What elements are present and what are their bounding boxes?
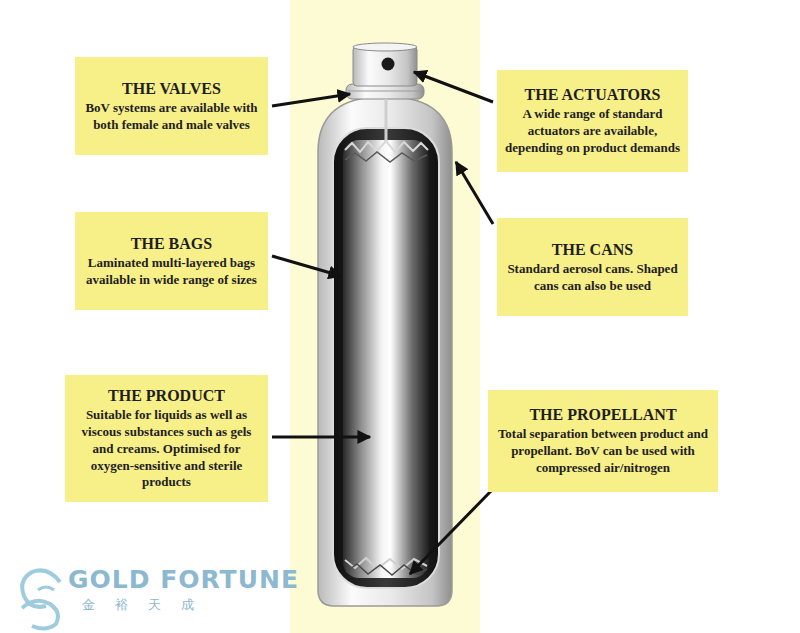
callout-box: THE VALVES BoV systems are available with… bbox=[75, 57, 268, 155]
callout-title: THE CANS bbox=[552, 240, 633, 259]
callout-box: THE PRODUCT Suitable for liquids as well … bbox=[65, 375, 268, 502]
callout-box: THE BAGS Laminated multi-layered bags ava… bbox=[75, 212, 268, 310]
callout-title: THE VALVES bbox=[122, 79, 221, 98]
watermark-text: 金裕天成 bbox=[82, 596, 214, 614]
callout-title: THE PRODUCT bbox=[108, 386, 225, 405]
leader-arrows bbox=[272, 72, 493, 574]
callout-body: Standard aerosol cans. Shaped cans can a… bbox=[505, 261, 680, 295]
highlight-band bbox=[290, 0, 480, 633]
callout-title: THE BAGS bbox=[131, 234, 212, 253]
callout-box: THE CANS Standard aerosol cans. Shaped ca… bbox=[497, 218, 688, 316]
can-body bbox=[318, 97, 452, 606]
callout-body: Suitable for liquids as well as viscous … bbox=[73, 407, 260, 491]
callout-body: BoV systems are available with both fema… bbox=[83, 100, 260, 134]
callout-box: THE PROPELLANT Total separation between p… bbox=[488, 390, 718, 492]
nozzle bbox=[382, 58, 395, 71]
watermark-text: GOLD FORTUNE bbox=[68, 565, 299, 594]
callout-body: Laminated multi-layered bags available i… bbox=[83, 255, 260, 289]
callout-body: A wide range of standard actuators are a… bbox=[505, 106, 680, 157]
callout-body: Total separation between product and pro… bbox=[496, 426, 710, 477]
cutaway bbox=[333, 128, 439, 588]
callout-title: THE ACTUATORS bbox=[525, 85, 661, 104]
actuator bbox=[353, 46, 417, 86]
callout-box: THE ACTUATORS A wide range of standard ac… bbox=[497, 70, 688, 172]
watermark-logo bbox=[22, 570, 60, 628]
bag bbox=[343, 140, 429, 578]
callout-title: THE PROPELLANT bbox=[529, 405, 676, 424]
